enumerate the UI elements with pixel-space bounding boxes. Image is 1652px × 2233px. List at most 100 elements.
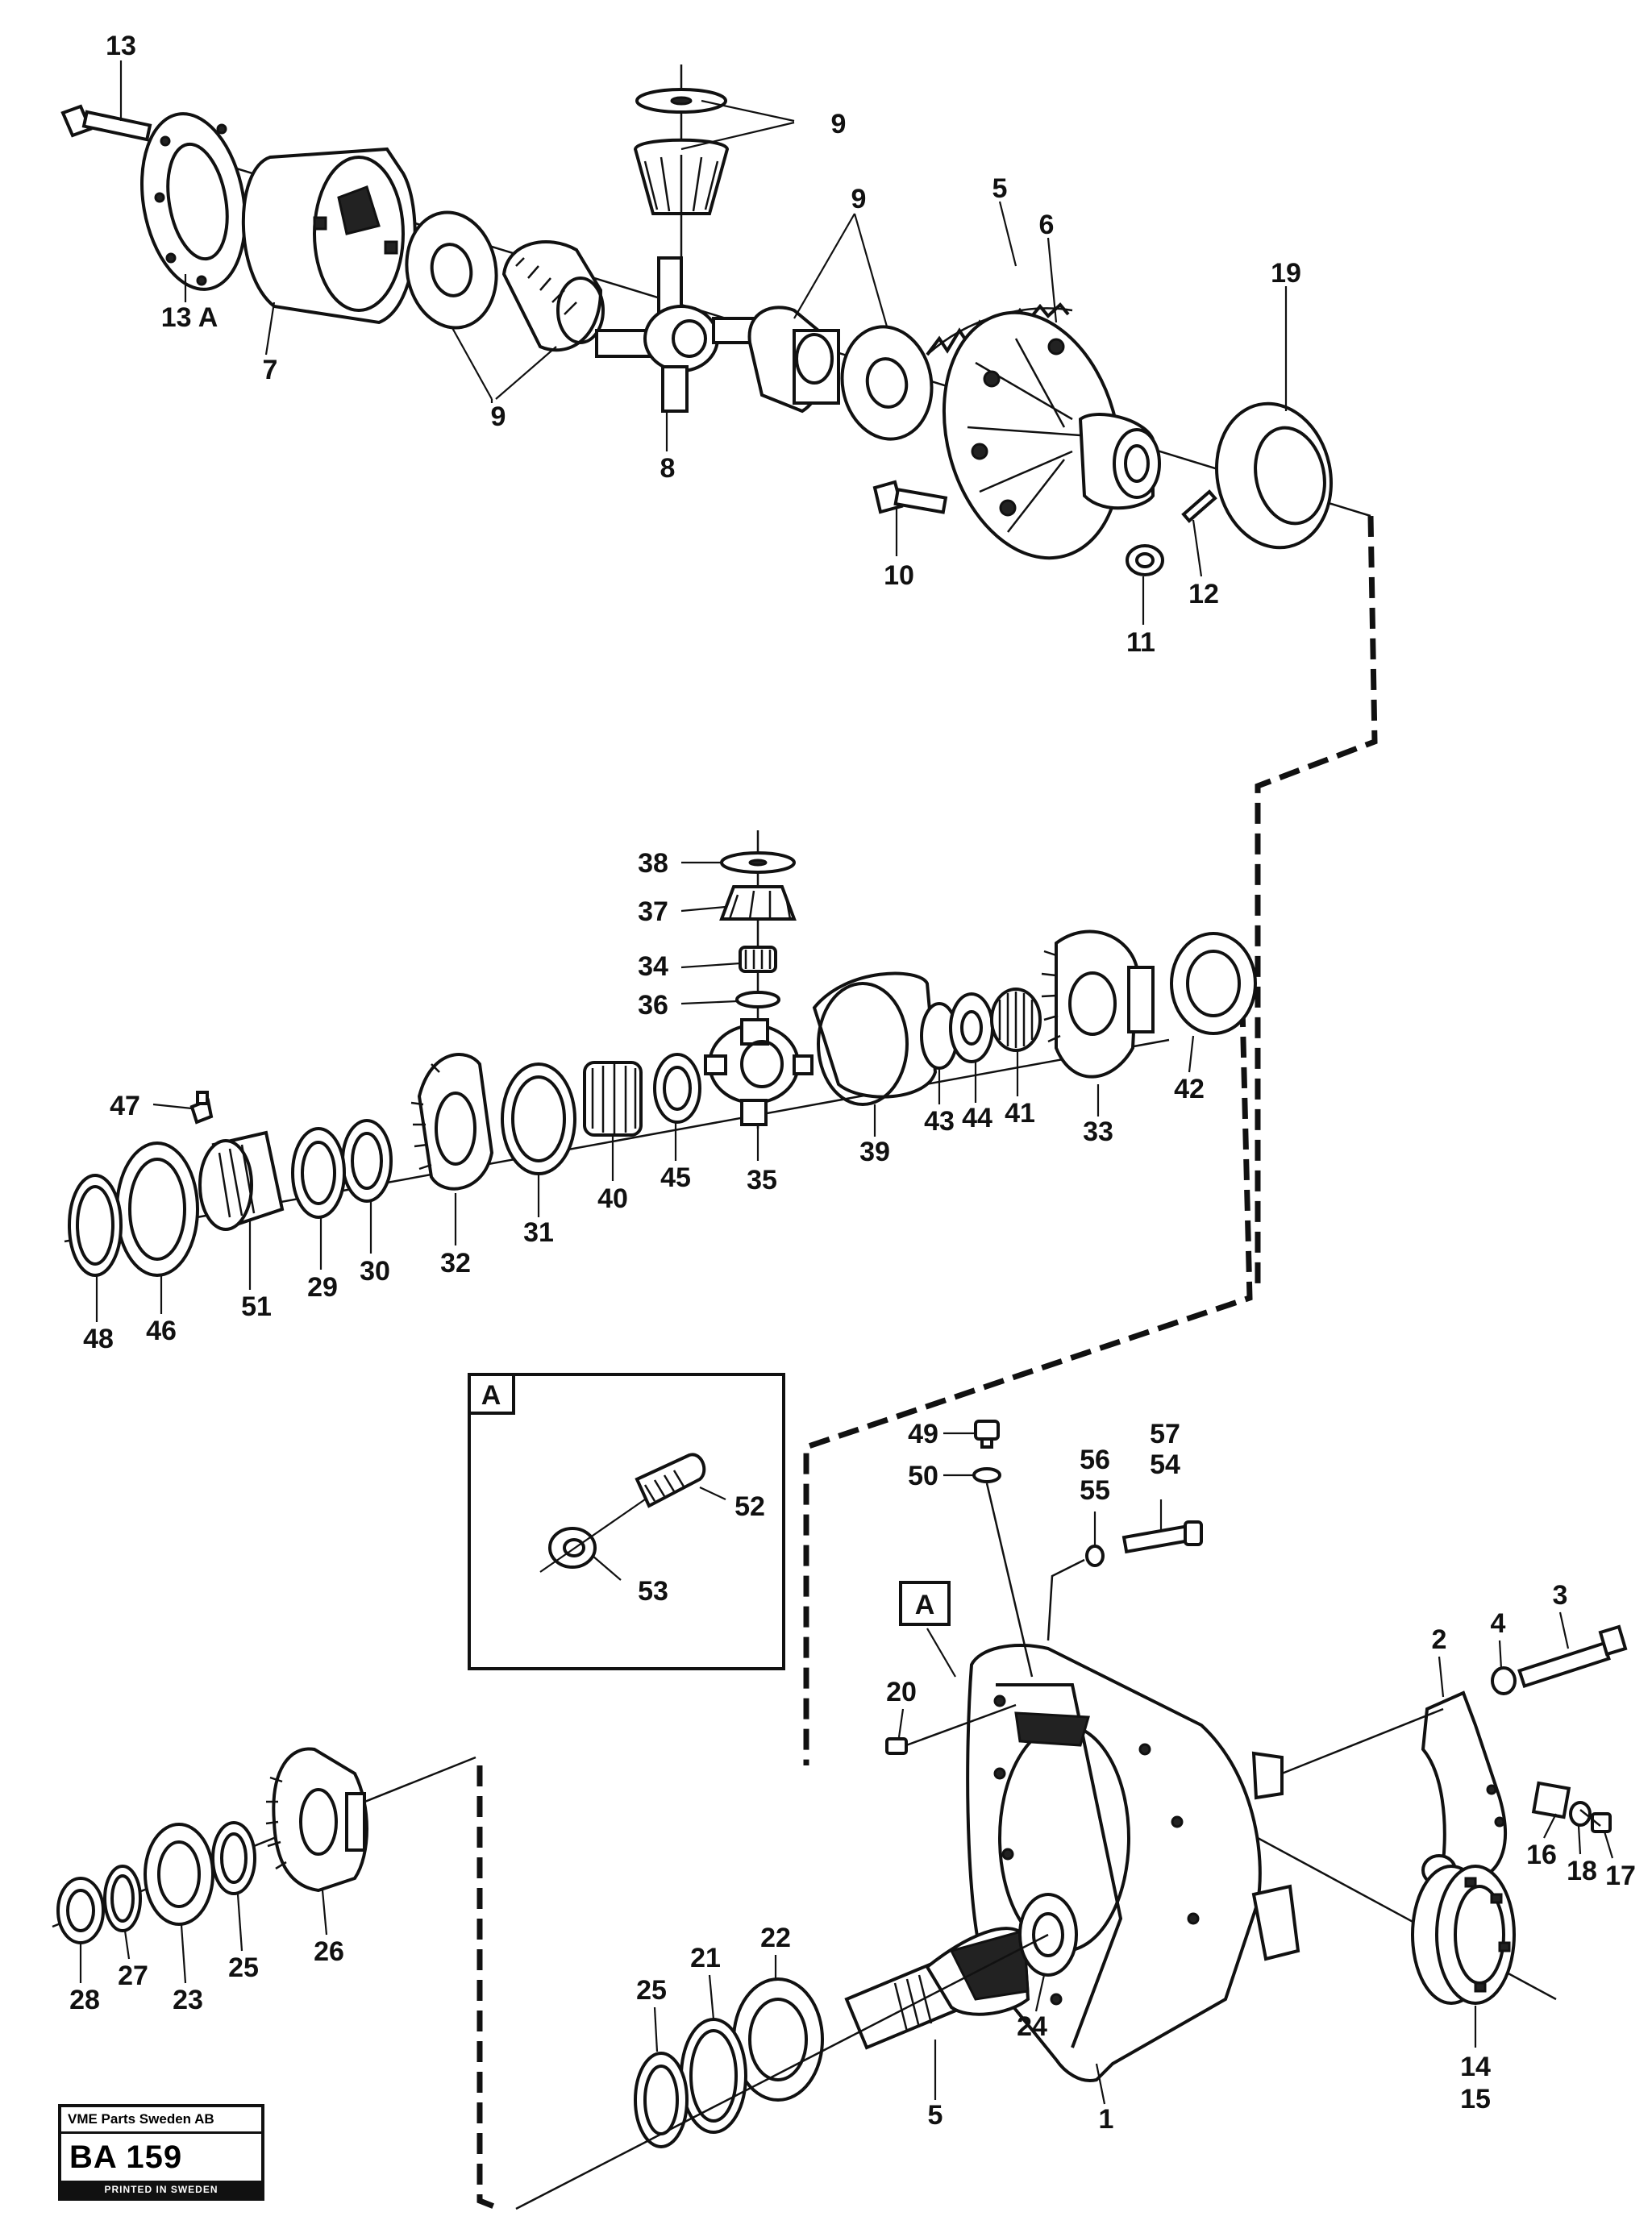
callout-41: 41	[1005, 1098, 1035, 1129]
callout-9-right: 9	[851, 184, 867, 214]
callout-1: 1	[1099, 2104, 1114, 2135]
assembly-dashed-connectors	[476, 515, 1378, 2212]
needle-bearing-41	[990, 988, 1042, 1052]
callout-22: 22	[760, 1923, 791, 1953]
differential-group	[60, 60, 1371, 625]
thrust-washer-9-right	[840, 325, 934, 441]
callout-10: 10	[884, 560, 914, 591]
callout-47: 47	[110, 1091, 140, 1121]
side-gear-9-left	[501, 240, 605, 352]
plug-47	[189, 1091, 214, 1125]
callout-32: 32	[440, 1248, 471, 1279]
callout-50: 50	[908, 1461, 938, 1491]
washer-38	[720, 851, 796, 874]
ring-25-upper	[211, 1821, 256, 1895]
callout-4: 4	[1491, 1608, 1506, 1639]
transfer-shaft-group	[64, 830, 1257, 1322]
callout-56: 56	[1080, 1445, 1110, 1475]
callout-46: 46	[146, 1316, 177, 1346]
side-gear-9-right	[747, 306, 840, 414]
callout-11: 11	[1126, 627, 1155, 658]
callout-8: 8	[660, 453, 676, 484]
plate-printed: PRINTED IN SWEDEN	[61, 2181, 261, 2198]
callout-42: 42	[1174, 1074, 1205, 1104]
lock-plate-16	[1531, 1781, 1571, 1819]
callout-13: 13	[106, 31, 136, 61]
callout-44: 44	[962, 1103, 992, 1133]
gear-26	[265, 1747, 368, 1893]
callout-20: 20	[886, 1677, 917, 1707]
cross-body-35	[704, 1018, 814, 1126]
ring-21	[680, 2018, 747, 2134]
plug-49	[974, 1420, 1000, 1449]
bearing-23	[144, 1823, 214, 1926]
sleeve-51	[198, 1130, 285, 1231]
callout-16: 16	[1526, 1840, 1557, 1870]
connector-upper	[1255, 515, 1378, 1290]
callout-9-left: 9	[491, 401, 506, 432]
ring-27	[103, 1865, 142, 1932]
callout-21: 21	[690, 1943, 721, 1973]
callout-23: 23	[173, 1985, 203, 2015]
callout-33: 33	[1083, 1116, 1113, 1147]
flange-13a	[140, 112, 247, 291]
bearing-19	[1215, 401, 1333, 550]
detail-box-a-label: A	[481, 1380, 501, 1411]
callout-19: 19	[1271, 258, 1301, 289]
bearing-42	[1170, 932, 1257, 1035]
diff-housing-7	[241, 147, 417, 325]
callout-numbers: 13 13 A 7 9 9 9 5 6 19 8 10 11 12 38 37 …	[69, 31, 1636, 2135]
thrust-washer-9-left	[405, 210, 498, 330]
bolt-17	[1579, 1809, 1612, 1833]
spider-cross-8	[595, 256, 755, 413]
diff-case-6	[942, 310, 1161, 560]
callout-13a: 13 A	[161, 302, 218, 333]
bolt-13	[60, 104, 152, 142]
callout-54: 54	[1150, 1449, 1180, 1480]
detail-box-a	[468, 1373, 785, 1670]
callout-29: 29	[307, 1272, 338, 1303]
callout-7: 7	[263, 355, 278, 385]
callout-45: 45	[660, 1162, 691, 1193]
needle-bearing-40	[583, 1061, 643, 1137]
thrust-bearing-44	[949, 992, 994, 1063]
callout-18: 18	[1567, 1856, 1597, 1886]
washer-55	[1085, 1545, 1105, 1567]
callout-15: 15	[1460, 2084, 1491, 2114]
callout-39: 39	[859, 1137, 890, 1167]
callout-55: 55	[1080, 1475, 1110, 1506]
callout-6: 6	[1039, 210, 1055, 240]
cotter-pin-12	[1181, 489, 1217, 523]
seal-46	[115, 1141, 199, 1277]
callout-30: 30	[360, 1256, 390, 1287]
callout-12: 12	[1188, 579, 1219, 609]
washer-18	[1569, 1801, 1592, 1827]
washer-4	[1491, 1666, 1517, 1695]
washer-50	[972, 1467, 1001, 1483]
callout-43: 43	[924, 1106, 955, 1137]
pinion-gear-9-top	[633, 64, 730, 258]
callout-25-upper: 25	[228, 1952, 259, 1983]
ring-36	[735, 991, 780, 1008]
main-housing-group	[515, 1420, 1628, 2210]
ring-31	[501, 1062, 576, 1175]
callout-52: 52	[734, 1491, 765, 1522]
callout-9-top: 9	[831, 109, 847, 139]
drive-pinion-5	[844, 1927, 1030, 2050]
callout-14: 14	[1460, 2052, 1491, 2082]
ring-29	[291, 1127, 346, 1219]
ring-25-lower	[634, 2052, 689, 2148]
callout-37: 37	[638, 896, 668, 927]
callout-49: 49	[908, 1419, 938, 1449]
callout-51: 51	[241, 1291, 272, 1322]
ring-45	[653, 1053, 701, 1124]
callout-40: 40	[597, 1183, 628, 1214]
nut-11	[1126, 544, 1164, 576]
callout-53: 53	[638, 1576, 668, 1607]
drum-39	[812, 971, 938, 1106]
callout-34: 34	[638, 951, 668, 982]
detail-marker-a-label: A	[915, 1590, 935, 1620]
callout-38: 38	[638, 848, 668, 879]
